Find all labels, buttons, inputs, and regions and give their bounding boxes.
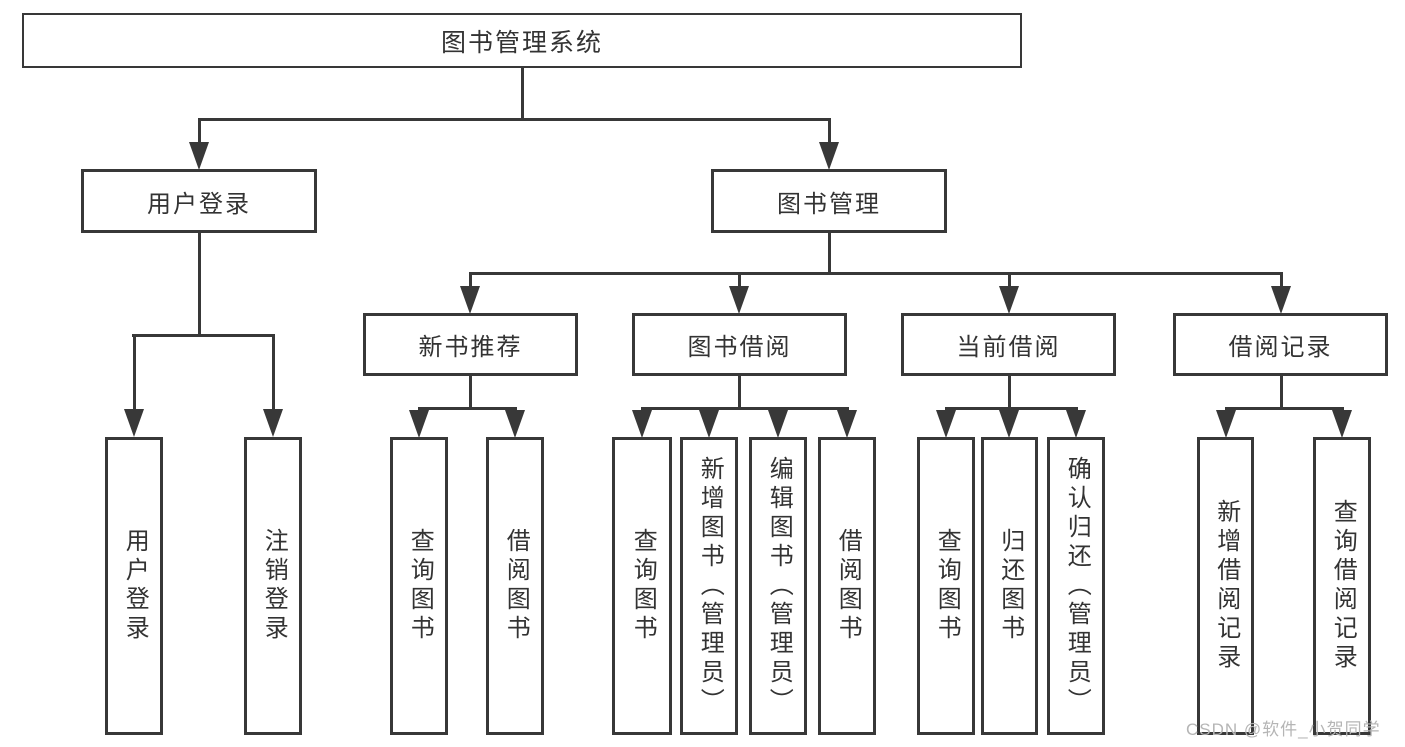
leaf-borrow-borrow-books: 借阅图书 — [818, 437, 876, 735]
node-new-book-recommend: 新书推荐 — [363, 313, 578, 376]
node-root-label: 图书管理系统 — [440, 28, 603, 57]
arrow-down-icon — [699, 410, 719, 438]
leaf-newbook-query-books: 查询图书 — [390, 437, 448, 735]
connector-line — [198, 231, 201, 337]
leaf-borrow-query-books-label: 查询图书 — [629, 528, 657, 644]
leaf-records-add-record: 新增借阅记录 — [1197, 437, 1254, 735]
arrow-down-icon — [1066, 410, 1086, 438]
node-user-login-label: 用户登录 — [147, 190, 251, 218]
arrow-down-icon — [1216, 410, 1236, 438]
connector-line — [469, 374, 472, 410]
leaf-current-confirm-return-admin: 确认归还（管理员） — [1047, 437, 1105, 735]
arrow-down-icon — [263, 409, 283, 437]
node-book-management-label: 图书管理 — [777, 190, 881, 218]
connector-line — [469, 272, 1282, 275]
leaf-current-confirm-return-admin-label: 确认归还（管理员） — [1063, 455, 1091, 717]
arrow-down-icon — [1271, 286, 1291, 314]
leaf-logout-label: 注销登录 — [260, 528, 288, 644]
connector-line — [1280, 374, 1283, 410]
node-current-borrow: 当前借阅 — [901, 313, 1116, 376]
node-borrow-records-label: 借阅记录 — [1228, 334, 1333, 361]
leaf-current-query-books-label: 查询图书 — [933, 528, 961, 644]
leaf-logout: 注销登录 — [244, 437, 302, 735]
leaf-borrow-edit-books-admin: 编辑图书（管理员） — [749, 437, 807, 735]
connector-line — [198, 118, 201, 146]
arrow-down-icon — [837, 410, 857, 438]
leaf-borrow-query-books: 查询图书 — [612, 437, 672, 735]
connector-line — [828, 231, 831, 275]
arrow-down-icon — [632, 410, 652, 438]
arrow-down-icon — [729, 286, 749, 314]
arrow-down-icon — [936, 410, 956, 438]
arrow-down-icon — [460, 286, 480, 314]
arrow-down-icon — [505, 410, 525, 438]
connector-line — [469, 272, 472, 290]
connector-line — [521, 66, 524, 121]
leaf-records-query-record: 查询借阅记录 — [1313, 437, 1371, 735]
connector-line — [945, 407, 1077, 410]
leaf-current-return-books: 归还图书 — [981, 437, 1038, 735]
node-book-borrow: 图书借阅 — [632, 313, 847, 376]
connector-line — [198, 118, 830, 121]
arrow-down-icon — [999, 286, 1019, 314]
connector-line — [132, 334, 274, 337]
node-root: 图书管理系统 — [22, 13, 1022, 68]
leaf-newbook-borrow-books: 借阅图书 — [486, 437, 544, 735]
node-book-management: 图书管理 — [711, 169, 947, 233]
connector-line — [738, 272, 741, 290]
connector-line — [272, 334, 275, 412]
leaf-borrow-add-books-admin-label: 新增图书（管理员） — [696, 455, 724, 717]
leaf-records-add-record-label: 新增借阅记录 — [1212, 499, 1240, 673]
watermark: CSDN @软件_小贺同学 — [1186, 720, 1381, 739]
leaf-borrow-borrow-books-label: 借阅图书 — [834, 528, 862, 644]
node-current-borrow-label: 当前借阅 — [956, 334, 1061, 361]
leaf-current-return-books-label: 归还图书 — [996, 528, 1024, 644]
node-user-login: 用户登录 — [81, 169, 317, 233]
arrow-down-icon — [819, 142, 839, 170]
arrow-down-icon — [189, 142, 209, 170]
connector-line — [1008, 272, 1011, 290]
leaf-user-login: 用户登录 — [105, 437, 163, 735]
arrow-down-icon — [999, 410, 1019, 438]
connector-line — [1280, 272, 1283, 290]
leaf-borrow-add-books-admin: 新增图书（管理员） — [680, 437, 738, 735]
connector-line — [828, 118, 831, 146]
leaf-newbook-borrow-books-label: 借阅图书 — [502, 528, 530, 644]
leaf-user-login-label: 用户登录 — [121, 528, 149, 644]
arrow-down-icon — [124, 409, 144, 437]
node-new-book-recommend-label: 新书推荐 — [418, 334, 523, 361]
connector-line — [418, 407, 516, 410]
arrow-down-icon — [768, 410, 788, 438]
leaf-current-query-books: 查询图书 — [917, 437, 975, 735]
leaf-borrow-edit-books-admin-label: 编辑图书（管理员） — [765, 455, 793, 717]
arrow-down-icon — [409, 410, 429, 438]
arrow-down-icon — [1332, 410, 1352, 438]
connector-line — [641, 407, 848, 410]
connector-line — [133, 334, 136, 412]
leaf-newbook-query-books-label: 查询图书 — [406, 528, 434, 644]
connector-line — [1008, 374, 1011, 410]
connector-line — [738, 374, 741, 410]
leaf-records-query-record-label: 查询借阅记录 — [1329, 499, 1357, 673]
node-book-borrow-label: 图书借阅 — [687, 334, 792, 361]
connector-line — [1225, 407, 1343, 410]
node-borrow-records: 借阅记录 — [1173, 313, 1388, 376]
